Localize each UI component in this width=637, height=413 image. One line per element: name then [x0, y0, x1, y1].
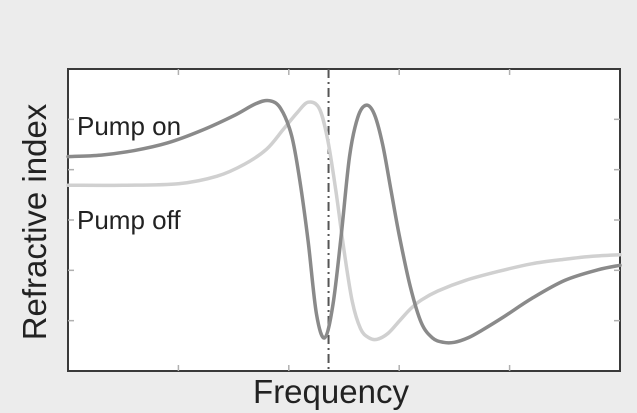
annotation-pump-on: Pump on	[77, 111, 181, 141]
y-axis-label: Refractive index	[16, 103, 53, 340]
annotation-pump-off: Pump off	[77, 205, 181, 235]
axis-ticks	[68, 69, 620, 371]
x-axis-label: Frequency	[253, 373, 409, 410]
series-line-pump-off	[66, 100, 622, 342]
series-line-pump-on	[66, 98, 622, 345]
series-group	[66, 98, 622, 345]
